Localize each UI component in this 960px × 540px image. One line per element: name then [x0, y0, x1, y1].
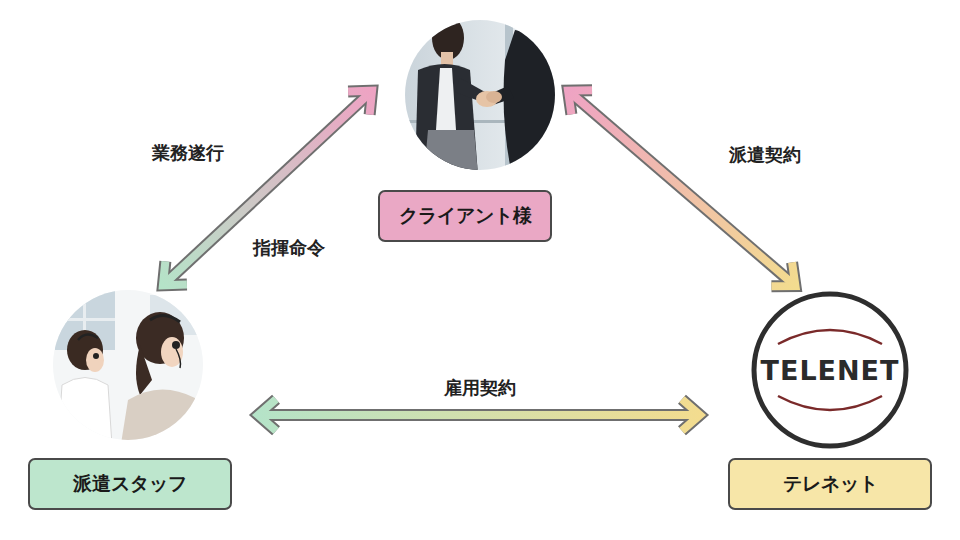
role-label-box: 派遣スタッフ — [28, 458, 232, 510]
node-title: 派遣スタッフ — [73, 471, 187, 497]
arrow-outline — [568, 91, 795, 286]
logo-text: TELENET — [761, 355, 900, 386]
relation-label: 指揮命令 — [250, 235, 328, 261]
double-arrow — [568, 90, 795, 286]
arrow-body — [771, 262, 795, 286]
arrow-body — [348, 91, 372, 115]
handshake-photo — [400, 15, 560, 175]
edge-label: 派遣契約 — [726, 142, 804, 168]
arrow-body — [258, 411, 700, 419]
node-title: クライアント様 — [399, 203, 532, 229]
arrow-outline — [163, 91, 372, 286]
arrow-body — [163, 261, 187, 285]
double-arrow — [163, 91, 372, 286]
arrow-body — [258, 399, 276, 431]
role-node: テレネット — [728, 290, 932, 510]
role-node: 派遣スタッフ — [28, 288, 232, 510]
role-label-box: テレネット — [728, 458, 932, 510]
arrow-body — [568, 91, 795, 286]
node-title: テレネット — [783, 471, 878, 497]
edge-label: 業務遂行 — [149, 140, 227, 166]
double-arrow — [258, 399, 700, 431]
edge-label: 雇用契約 — [441, 375, 519, 401]
operators-photo — [50, 287, 210, 450]
role-label-box: クライアント様 — [378, 190, 552, 242]
arrow-outline — [258, 409, 700, 421]
arrow-body — [568, 90, 592, 114]
arrow-body — [163, 91, 372, 286]
arrow-body — [682, 399, 700, 431]
logo-emblem — [754, 294, 906, 446]
role-node: クライアント様 — [375, 18, 565, 242]
